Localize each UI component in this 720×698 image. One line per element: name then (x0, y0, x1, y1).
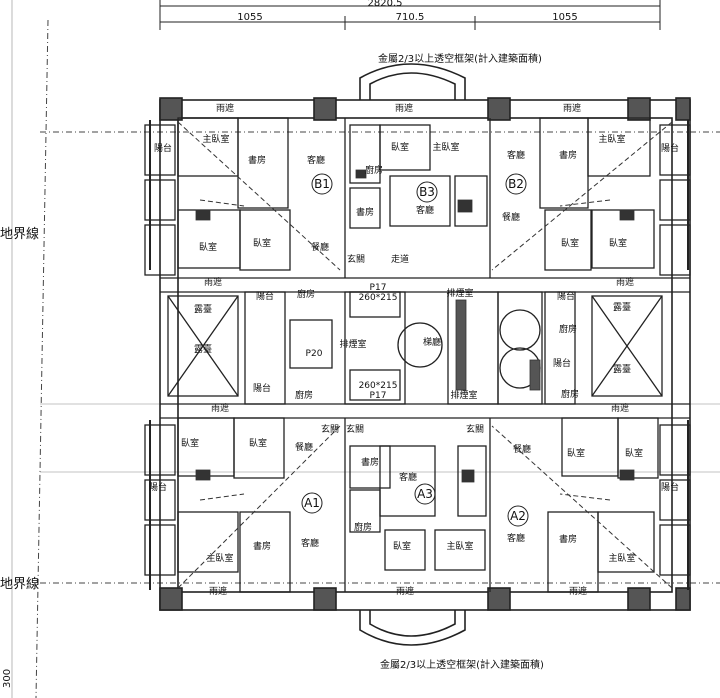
room-label-a3-master: 主臥室 (446, 540, 473, 552)
room-label-b1-balcony2: 陽台 (256, 290, 274, 302)
dim-middle: 710.5 (396, 12, 425, 23)
room-label-a3-living: 客廳 (399, 471, 417, 483)
dimension-lines (159, 0, 661, 30)
room-label-b3-living: 客廳 (416, 204, 434, 216)
room-label-b1-balcony: 陽台 (154, 142, 172, 154)
room-label-core-p17b: P17 (370, 391, 387, 401)
fixtures (195, 169, 635, 483)
room-label-a2-entry: 玄關 (466, 423, 484, 435)
room-label-a1-master: 主臥室 (206, 552, 233, 564)
room-label-a1-canopy2: 雨遮 (209, 585, 227, 597)
room-label-a1-bed2: 臥室 (249, 437, 267, 449)
internal-walls (144, 117, 691, 593)
room-label-a2-canopy: 雨遮 (611, 402, 629, 414)
room-label-core-p17a-size: 260*215 (359, 293, 398, 303)
unit-a3: A3 (417, 487, 433, 501)
room-label-a1-bed: 臥室 (181, 437, 199, 449)
room-label-b1-master: 主臥室 (202, 133, 229, 145)
room-label-b2-balcony2: 陽台 (557, 290, 575, 302)
room-label-b2-dining: 餐廳 (502, 211, 520, 223)
unit-a1: A1 (304, 496, 320, 510)
room-label-a1-study: 書房 (253, 540, 271, 552)
boundary-label-lower: 地界線 (0, 576, 39, 592)
unit-b3: B3 (419, 185, 435, 199)
room-label-a3-canopy: 雨遮 (396, 585, 414, 597)
room-label-a1-canopy: 雨遮 (211, 402, 229, 414)
room-label-core-p17a: P17 (370, 283, 387, 293)
room-label-b3-kitchen: 廚房 (365, 164, 383, 176)
room-label-b1-canopy: 雨遮 (216, 102, 234, 114)
room-label-b1-study: 書房 (248, 154, 266, 166)
room-label-b3-entry: 玄關 (347, 253, 365, 265)
room-label-a2-bed2: 臥室 (625, 447, 643, 459)
bottom-note: 金屬2/3以上透空框架(計入建築面積) (380, 658, 544, 671)
room-label-core-p17b-size: 260*215 (359, 381, 398, 391)
room-label-a1-balcony: 陽台 (149, 481, 167, 493)
room-label-b2-master: 主臥室 (598, 133, 625, 145)
room-label-b2-study: 書房 (559, 149, 577, 161)
room-label-a2-living: 客廳 (507, 532, 525, 544)
room-label-a2-balcony2: 陽台 (553, 357, 571, 369)
room-label-b2-bed: 臥室 (561, 237, 579, 249)
room-label-a1-living: 客廳 (301, 537, 319, 549)
diagonal-lines (177, 121, 673, 589)
room-label-b3-master: 主臥室 (432, 141, 459, 153)
unit-b2: B2 (508, 177, 524, 191)
room-label-a2-canopy2: 雨遮 (569, 585, 587, 597)
room-label-b1-bed2: 臥室 (253, 237, 271, 249)
room-label-a2-dining: 餐廳 (513, 443, 531, 455)
dim-side: 300 (2, 669, 13, 688)
room-label-core-p20: P20 (306, 349, 323, 359)
room-label-b2-balcony: 陽台 (661, 142, 679, 154)
room-label-a1-dining: 餐廳 (295, 441, 313, 453)
unit-b1: B1 (314, 177, 330, 191)
room-label-a2-bed: 臥室 (567, 447, 585, 459)
room-label-core-lobby: 梯廳 (423, 336, 441, 348)
room-label-b3-bed: 臥室 (391, 141, 409, 153)
room-label-b2-canopy2: 雨遮 (616, 276, 634, 288)
room-label-b2-bed2: 臥室 (609, 237, 627, 249)
dim-right: 1055 (552, 12, 577, 23)
dim-total: 2820.5 (368, 0, 403, 9)
room-label-a2-balcony: 陽台 (661, 481, 679, 493)
room-label-b2-canopy: 雨遮 (563, 102, 581, 114)
room-label-b1-canopy2: 雨遮 (204, 276, 222, 288)
room-label-a3-study: 書房 (361, 456, 379, 468)
room-label-b3-study: 書房 (356, 206, 374, 218)
room-label-b1-terrace2: 露臺 (194, 343, 212, 355)
room-label-a1-kitchen: 廚房 (295, 389, 313, 401)
room-label-core-smoke: 排煙室 (446, 287, 473, 299)
room-label-b1-bed: 臥室 (199, 241, 217, 253)
room-label-a3-entry: 玄關 (346, 423, 364, 435)
room-label-b2-terrace2: 露臺 (613, 363, 631, 375)
room-label-a3-bed: 臥室 (393, 540, 411, 552)
room-label-b1-dining: 餐廳 (311, 241, 329, 253)
unit-a2: A2 (510, 509, 526, 523)
room-label-a2-study: 書房 (559, 533, 577, 545)
top-note: 金屬2/3以上透空框架(計入建築面積) (378, 52, 542, 65)
room-label-b2-terrace: 露臺 (613, 301, 631, 313)
room-label-a1-balcony2: 陽台 (253, 382, 271, 394)
side-walls (149, 120, 689, 590)
room-label-core-smoke2: 排煙室 (339, 338, 366, 350)
room-label-a2-kitchen: 廚房 (561, 388, 579, 400)
room-label-a2-master: 主臥室 (608, 552, 635, 564)
room-label-b2-living: 客廳 (507, 149, 525, 161)
room-label-b3-canopy: 雨遮 (395, 102, 413, 114)
room-label-core-smoke3: 排煙室 (450, 389, 477, 401)
room-label-b3-corridor: 走道 (391, 253, 409, 265)
room-label-b1-kitchen: 廚房 (297, 288, 315, 300)
room-label-b2-kitchen: 廚房 (559, 323, 577, 335)
room-label-b1-living: 客廳 (307, 154, 325, 166)
room-label-a1-entry: 玄關 (321, 423, 339, 435)
boundary-label-upper: 地界線 (0, 226, 39, 242)
room-label-b1-terrace: 露臺 (194, 303, 212, 315)
room-label-a3-kitchen: 廚房 (354, 521, 372, 533)
room-labels: 主臥室書房客廳臥室臥室餐廳陽台雨遮雨遮廚房陽台露臺露臺臥室主臥室廚房書房客廳雨遮… (149, 102, 679, 597)
building-outline (159, 63, 691, 646)
dim-left: 1055 (237, 12, 262, 23)
